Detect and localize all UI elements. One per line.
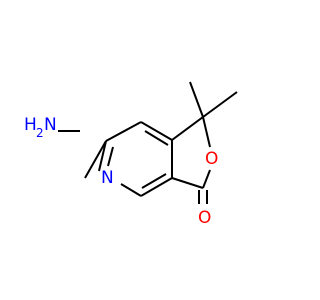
bonds [58, 81, 238, 204]
ring-nitrogen-label: N [101, 168, 114, 188]
bond-c7a-c1 [171, 116, 204, 141]
amine-h-label: H [24, 115, 37, 135]
bond-amine-c6 [84, 140, 107, 179]
amine-n-label: N [44, 115, 57, 135]
bond-o2-c3 [202, 169, 211, 189]
bond-c1-o2 [202, 116, 211, 148]
molecule-canvas: H 2 N N O O [24, 81, 238, 228]
bond-c7-c7a-inner [144, 130, 169, 146]
bond-c3-c3a [171, 177, 204, 189]
bond-c1-methyl-b [202, 91, 238, 118]
bond-c1-methyl-a [189, 81, 204, 118]
bond-c6-c7 [105, 121, 142, 142]
bond-n5-c6-inner [107, 146, 114, 167]
atom-labels: H 2 N N O O [24, 115, 218, 228]
ring-oxygen-label: O [205, 149, 218, 169]
bond-c4-n5 [120, 183, 142, 197]
bond-c3a-c4 [140, 177, 173, 197]
carbonyl-oxygen-label: O [198, 208, 211, 228]
bond-c3a-c4-inner [141, 173, 167, 189]
molecule-structure: H 2 N N O O [24, 81, 238, 228]
amine-subscript-label: 2 [36, 126, 44, 140]
bond-n5-c6 [98, 140, 107, 172]
bond-c7-c7a [140, 121, 173, 141]
